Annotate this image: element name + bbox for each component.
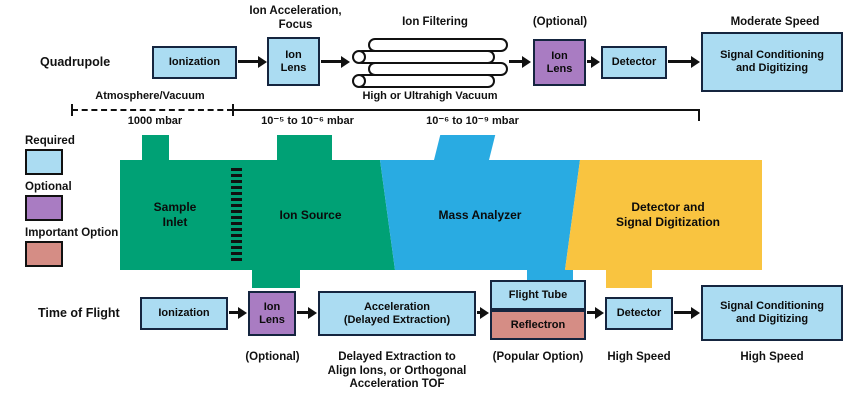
atmosphere-dashed-line xyxy=(72,109,233,111)
annotation-moderate-speed: Moderate Speed xyxy=(730,16,820,28)
annotation-optional-bottom: (Optional) xyxy=(245,351,300,363)
annotation-popular-option: (Popular Option) xyxy=(492,351,584,363)
legend-required-label: Required xyxy=(25,135,75,147)
quadrupole-ion-lens-1-box: Ion Lens xyxy=(267,37,320,86)
scale-tick xyxy=(71,104,73,116)
stage-ion-source: Ion Source xyxy=(279,207,342,222)
annotation-optional-top: (Optional) xyxy=(532,16,588,28)
tof-reflectron-box: Reflectron xyxy=(490,310,586,340)
vacuum-solid-line xyxy=(233,109,700,111)
stage-detector-digitization: Detector and Signal Digitization xyxy=(616,200,720,229)
flow-arrow xyxy=(668,60,691,63)
stage-sample-inlet: Sample Inlet xyxy=(153,200,197,229)
tof-acceleration-box: Acceleration (Delayed Extraction) xyxy=(318,291,476,336)
tof-flight-tube-box: Flight Tube xyxy=(490,280,586,310)
quadrupole-detector-box: Detector xyxy=(601,46,667,79)
annotation-ion-acceleration: Ion Acceleration, Focus xyxy=(249,5,342,31)
stage-shape-cyan xyxy=(380,160,580,270)
band-tab-mass-analyzer xyxy=(433,135,496,161)
annotation-high-speed-detector: High Speed xyxy=(607,351,671,363)
band-tab-sample-inlet xyxy=(142,135,169,161)
quadrupole-row-label: Quadrupole xyxy=(40,55,111,69)
legend-important-swatch xyxy=(25,241,63,267)
annotation-high-speed-signal: High Speed xyxy=(740,351,804,363)
tof-ion-lens-box: Ion Lens xyxy=(248,291,296,336)
scale-tick xyxy=(698,109,700,121)
pressure-left-label: Atmosphere/Vacuum xyxy=(95,90,205,102)
stage-mass-analyzer: Mass Analyzer xyxy=(438,207,522,222)
annotation-ion-filtering: Ion Filtering xyxy=(402,16,468,28)
band-tab-bottom-detector xyxy=(606,269,652,288)
tof-detector-box: Detector xyxy=(605,297,673,330)
tof-signal-box: Signal Conditioning and Digitizing xyxy=(701,285,843,341)
legend-required-swatch xyxy=(25,149,63,175)
flow-arrow xyxy=(674,311,691,314)
legend-optional-swatch xyxy=(25,195,63,221)
rod-end-circle xyxy=(352,74,366,88)
quadrupole-ionization-box: Ionization xyxy=(152,46,237,79)
tof-row-label: Time of Flight xyxy=(38,306,120,320)
scale-tick xyxy=(232,104,234,116)
pressure-value-2: 10⁻⁵ to 10⁻⁶ mbar xyxy=(261,115,354,127)
quadrupole-signal-box: Signal Conditioning and Digitizing xyxy=(701,32,843,92)
quadrupole-rod xyxy=(355,74,495,88)
rod-end-circle xyxy=(352,50,366,64)
stage-shape-yellow xyxy=(565,160,762,270)
legend-optional-label: Optional xyxy=(25,181,72,193)
flow-arrow xyxy=(477,311,480,314)
quadrupole-ion-lens-2-box: Ion Lens xyxy=(533,39,586,86)
pressure-value-1: 1000 mbar xyxy=(127,115,183,127)
flow-arrow xyxy=(297,311,308,314)
pressure-right-label: High or Ultrahigh Vacuum xyxy=(362,90,498,102)
tof-ionization-box: Ionization xyxy=(140,297,228,330)
legend-important-label: Important Option xyxy=(25,227,119,239)
flow-arrow xyxy=(321,60,341,63)
band-tab-bottom-ion-source xyxy=(252,269,300,288)
stage-shape-green xyxy=(120,160,395,270)
flow-arrow xyxy=(587,60,591,63)
annotation-delayed-extraction: Delayed Extraction to Align Ions, or Ort… xyxy=(327,351,467,391)
flow-arrow xyxy=(229,311,238,314)
sample-inlet-ion-source-divider xyxy=(231,168,242,262)
band-tab-ion-source xyxy=(277,135,332,161)
flow-arrow xyxy=(587,311,595,314)
flow-arrow xyxy=(509,60,522,63)
flow-arrow xyxy=(238,60,258,63)
pressure-value-3: 10⁻⁶ to 10⁻⁹ mbar xyxy=(426,115,519,127)
stage-band: Sample Inlet Ion Source Mass Analyzer De… xyxy=(0,160,850,270)
